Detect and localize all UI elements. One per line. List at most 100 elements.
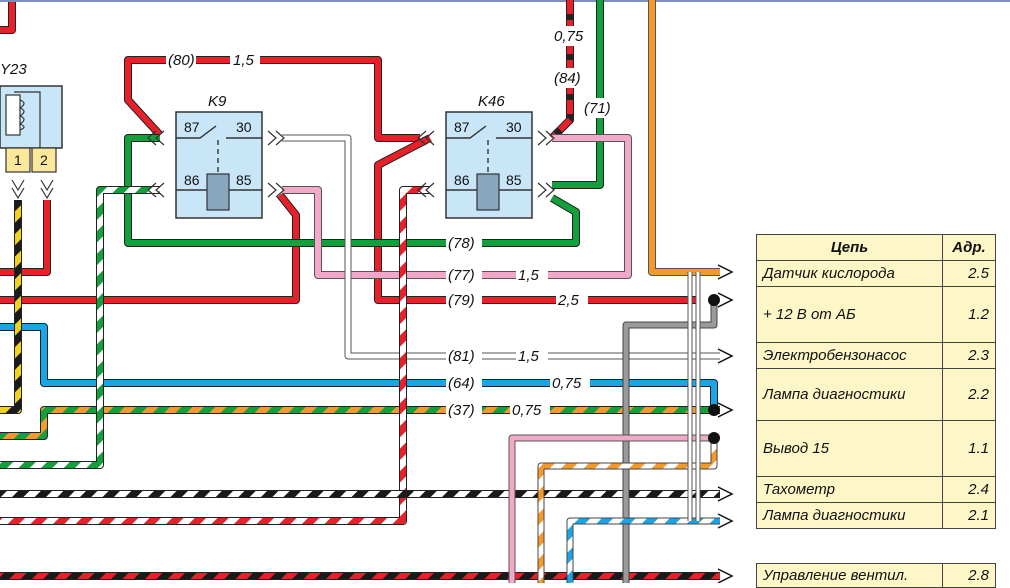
- y23-pin2-arrow-icon: [40, 179, 54, 200]
- circuit-cell: Датчик кислорода: [756, 260, 943, 287]
- label-w77: (77): [448, 267, 475, 284]
- y23-pin1-label: 1: [14, 152, 22, 168]
- label-w78: (78): [448, 235, 475, 252]
- circuit-header: Цепь: [756, 234, 943, 261]
- arrow-lamp22-icon: [717, 402, 734, 418]
- address-cell: 2.1: [942, 502, 996, 529]
- y23-pin2-cell: [31, 147, 57, 173]
- k46-85-arrow-icon: [537, 182, 555, 198]
- address-cell: 1.2: [942, 286, 996, 343]
- circuit-cell: Управление вентил.: [756, 563, 943, 588]
- label-w075-top: 0,75: [554, 28, 584, 45]
- circuit-cell: Вывод 15: [756, 420, 943, 477]
- address-cell: 2.8: [942, 563, 996, 588]
- circuit-cell: Тахометр: [756, 476, 943, 503]
- y23-label: Y23: [0, 61, 27, 78]
- label-w37: (37): [448, 402, 475, 419]
- table-row: Лампа диагностики 2.2: [756, 368, 996, 421]
- k46-coil-icon: [476, 173, 500, 211]
- wire-64: [0, 324, 717, 408]
- arrow-oxygen-icon: [717, 264, 734, 280]
- k46-30-arrow-icon: [537, 130, 555, 146]
- table-row: Управление вентил. 2.8: [756, 563, 996, 588]
- y23-pin1-cell: [5, 147, 31, 173]
- wire-37-outline: [0, 406, 720, 440]
- address-cell: 2.5: [942, 260, 996, 287]
- circuit-cell: Электробензонасос: [756, 342, 943, 369]
- table-row: Датчик кислорода 2.5: [756, 260, 996, 287]
- relay-k9: K9 87 30 86 85: [147, 93, 285, 219]
- y23-coil-winding-icon: [18, 99, 25, 131]
- k9-pin87: 87: [184, 119, 200, 135]
- wire-grey: [623, 300, 717, 583]
- k46-87-arrow-icon: [417, 130, 435, 146]
- k46-pin86: 86: [454, 172, 470, 188]
- arrow-fuelpump-icon: [717, 348, 734, 364]
- k9-87-arrow-icon: [147, 130, 165, 146]
- k46-switch-icon: [446, 125, 532, 139]
- arrow-tacho-icon: [717, 486, 734, 502]
- wire-k46-86: [0, 187, 430, 524]
- wire-78: [125, 135, 579, 246]
- k9-coil-icon: [206, 173, 230, 211]
- table-row: Лампа диагностики 2.1: [756, 502, 996, 529]
- arrow-fan-icon: [717, 568, 734, 583]
- k9-switch-icon: [176, 125, 262, 139]
- wire-80: [125, 57, 420, 141]
- address-cell: 2.3: [942, 342, 996, 369]
- k46-pin30: 30: [506, 119, 522, 135]
- k9-85-arrow-icon: [267, 182, 285, 198]
- k9-30-arrow-icon: [267, 130, 285, 146]
- circuit-cell: + 12 В от АБ: [756, 286, 943, 343]
- wire-oxygen-outline: [648, 0, 720, 276]
- address-cell: 2.4: [942, 476, 996, 503]
- arrow-lamp21-icon: [717, 513, 734, 529]
- wire-oxygen: [649, 0, 720, 275]
- k9-pin85: 85: [236, 172, 252, 188]
- wire-y23-pin2: [0, 200, 50, 275]
- label-w80-size: 1,5: [233, 52, 255, 69]
- k9-pin86: 86: [184, 172, 200, 188]
- relay-k46: K46 87 30 86 85: [417, 93, 555, 219]
- label-w79-size: 2,5: [557, 292, 580, 309]
- wire-y23-pin1: [0, 200, 21, 413]
- wire-orange-ign: [538, 440, 717, 583]
- junction-ign: [708, 432, 720, 444]
- circuit-cell: Лампа диагностики: [756, 502, 943, 529]
- wire-y23-pin2-outline: [0, 200, 51, 276]
- wire-37: [0, 407, 720, 439]
- label-w80: (80): [168, 52, 195, 69]
- table-row: Тахометр 2.4: [756, 476, 996, 503]
- k46-86-arrow-icon: [417, 182, 435, 198]
- k9-body: [175, 111, 263, 219]
- address-header: Адр.: [942, 234, 996, 261]
- k46-pin87: 87: [454, 119, 470, 135]
- k9-pin30: 30: [236, 119, 252, 135]
- y23-pin1-arrow-icon: [11, 179, 25, 200]
- wire-red-left: [0, 193, 299, 303]
- wire-pink-ign: [509, 435, 714, 583]
- junction-lamp: [708, 404, 720, 416]
- label-w37-size: 0,75: [512, 402, 542, 419]
- junction-12v: [708, 294, 720, 306]
- circuit-cell: Лампа диагностики: [756, 368, 943, 421]
- wire-79: [375, 135, 700, 303]
- label-w84: (84): [554, 70, 581, 87]
- label-w64: (64): [448, 375, 475, 392]
- label-w77-size: 1,5: [518, 267, 540, 284]
- address-cell: 1.1: [942, 420, 996, 477]
- table-row: Электробензонасос 2.3: [756, 342, 996, 369]
- label-w71: (71): [584, 100, 611, 117]
- wire-k9-86: [0, 187, 160, 468]
- arrow-12v-icon: [717, 292, 734, 308]
- wire-64-outline: [0, 323, 718, 408]
- wire-71: [552, 0, 603, 188]
- label-w81: (81): [448, 348, 475, 365]
- y23-pin2-label: 2: [40, 152, 48, 168]
- k9-label: K9: [208, 93, 227, 110]
- table-row: + 12 В от АБ 1.2: [756, 286, 996, 343]
- component-y23: Y23 1 2: [0, 61, 63, 200]
- label-w81-size: 1,5: [518, 348, 540, 365]
